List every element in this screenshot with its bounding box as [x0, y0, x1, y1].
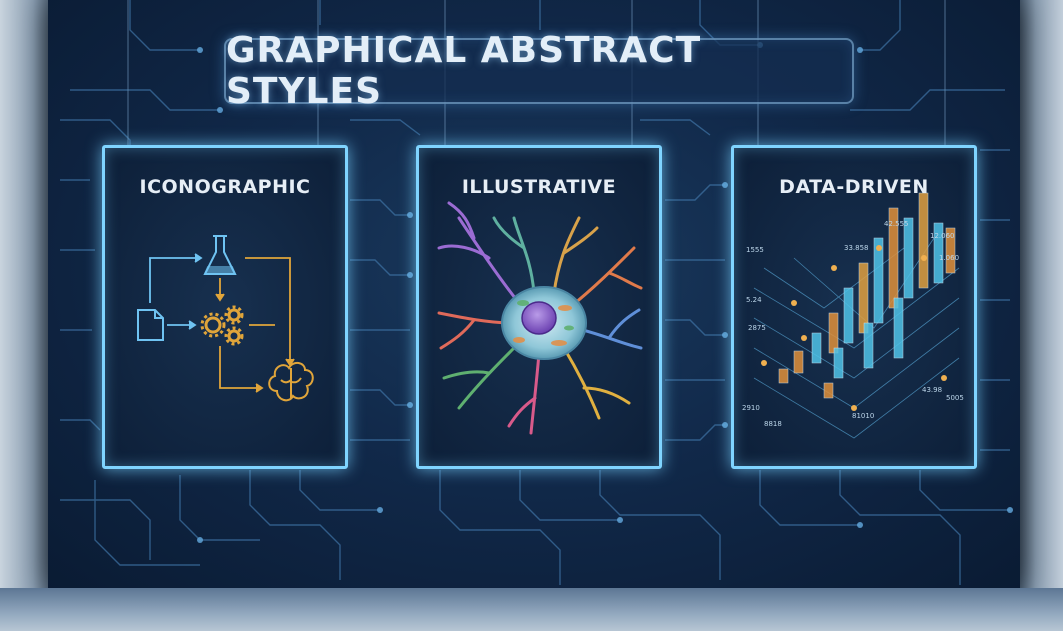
data-node: [876, 245, 882, 251]
data-bar: [933, 222, 944, 284]
data-bar: [918, 192, 929, 289]
data-bar: [873, 237, 884, 324]
data-number-label: 5.24: [746, 296, 762, 304]
data-number-label: 8818: [764, 420, 782, 428]
data-bar: [893, 297, 904, 359]
data-node: [851, 405, 857, 411]
data-node: [761, 360, 767, 366]
panel-illustrative: ILLUSTRATIVE: [416, 145, 662, 469]
data-number-label: 1.060: [939, 254, 959, 262]
nucleus-icon: [521, 301, 557, 335]
data-bar: [778, 368, 789, 384]
panel-label-illustrative: ILLUSTRATIVE: [461, 176, 617, 198]
data-number-label: 12.060: [930, 232, 955, 240]
background-room-right: [1013, 0, 1063, 631]
gears-icon: [204, 308, 241, 343]
document-icon: [137, 309, 164, 341]
data-number-label: 81010: [852, 412, 874, 420]
data-bar: [793, 350, 804, 374]
data-node: [831, 265, 837, 271]
panel-label-iconographic: ICONOGRAPHIC: [139, 176, 311, 198]
data-visualization-art: 42.555 12.060 33.858 1.060 1555 5.24 2875 43.98…: [742, 192, 964, 439]
data-number-label: 5005: [946, 394, 964, 402]
data-bar: [945, 227, 956, 274]
data-node: [801, 335, 807, 341]
data-node: [921, 255, 927, 261]
floor: [0, 588, 1063, 631]
data-number-label: 33.858: [844, 244, 869, 252]
data-bar: [833, 347, 844, 379]
data-number-label: 42.555: [884, 220, 909, 228]
neuron-illustration: [437, 201, 643, 435]
panel-label-data-driven: DATA-DRIVEN: [779, 176, 929, 198]
page-title: GRAPHICAL ABSTRACT STYLES: [226, 30, 702, 112]
iconographic-art: [137, 235, 314, 402]
flask-icon: [203, 235, 237, 275]
panel-iconographic: ICONOGRAPHIC: [102, 145, 348, 469]
brain-icon: [268, 362, 314, 402]
data-node: [791, 300, 797, 306]
data-bar: [843, 287, 854, 344]
data-bar: [903, 217, 914, 299]
data-number-label: 43.98: [922, 386, 942, 394]
data-node: [941, 375, 947, 381]
dendrites-icon: [437, 201, 643, 435]
panel-data-driven: DATA-DRIVEN 42.555 12.060 33.858 1.060 1555 5…: [731, 145, 977, 469]
data-number-label: 2910: [742, 404, 760, 412]
data-bar: [828, 312, 839, 354]
data-bar: [858, 262, 869, 334]
data-bar: [863, 322, 874, 369]
title-banner: GRAPHICAL ABSTRACT STYLES: [224, 30, 854, 112]
data-bar: [823, 382, 834, 399]
data-bar: [811, 332, 822, 364]
data-number-label: 1555: [746, 246, 764, 254]
data-bar: [888, 207, 899, 309]
data-number-label: 2875: [748, 324, 766, 332]
